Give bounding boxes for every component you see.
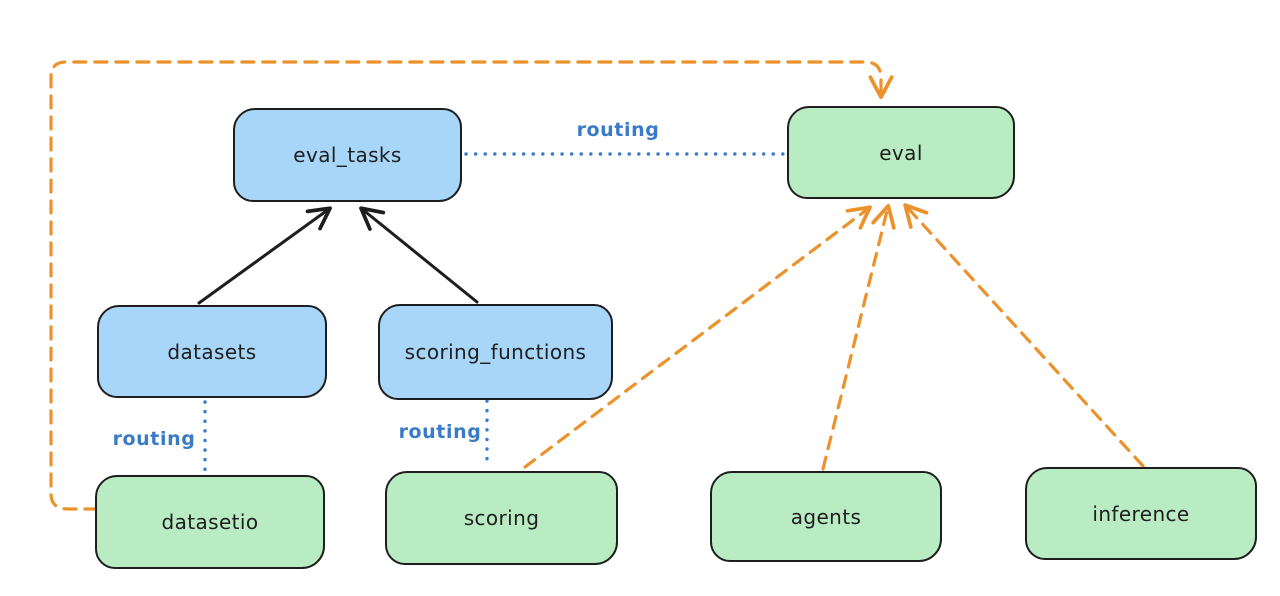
node-eval-tasks-label: eval_tasks [293, 143, 402, 167]
node-eval: eval [787, 106, 1015, 199]
edge-datasets-to-eval_tasks [197, 206, 332, 305]
node-agents: agents [710, 471, 942, 562]
node-datasetio-label: datasetio [161, 510, 259, 534]
node-inference-label: inference [1092, 501, 1190, 526]
edge-label-routing-scoring: routing [398, 421, 482, 443]
node-eval-label: eval [879, 140, 923, 165]
edge-label-routing-eval: routing [576, 119, 660, 141]
edge-scoring-to-eval [523, 205, 872, 469]
node-scoring-functions-label: scoring_functions [404, 340, 587, 364]
edge-scoring_functions-to-eval_tasks [359, 206, 479, 304]
edge-agents-to-eval [821, 203, 896, 471]
edge-datasetio-to-eval [49, 60, 894, 511]
node-datasetio: datasetio [95, 475, 325, 569]
node-datasets: datasets [97, 305, 327, 398]
node-datasets-label: datasets [167, 339, 257, 364]
edge-label-routing-datasetio: routing [112, 428, 196, 450]
edge-inference-to-eval [903, 203, 1145, 468]
node-scoring-label: scoring [463, 506, 540, 530]
node-eval-tasks: eval_tasks [233, 108, 462, 202]
node-scoring-functions: scoring_functions [378, 304, 613, 400]
node-scoring: scoring [385, 471, 618, 565]
node-inference: inference [1025, 467, 1257, 560]
node-agents-label: agents [790, 504, 862, 529]
